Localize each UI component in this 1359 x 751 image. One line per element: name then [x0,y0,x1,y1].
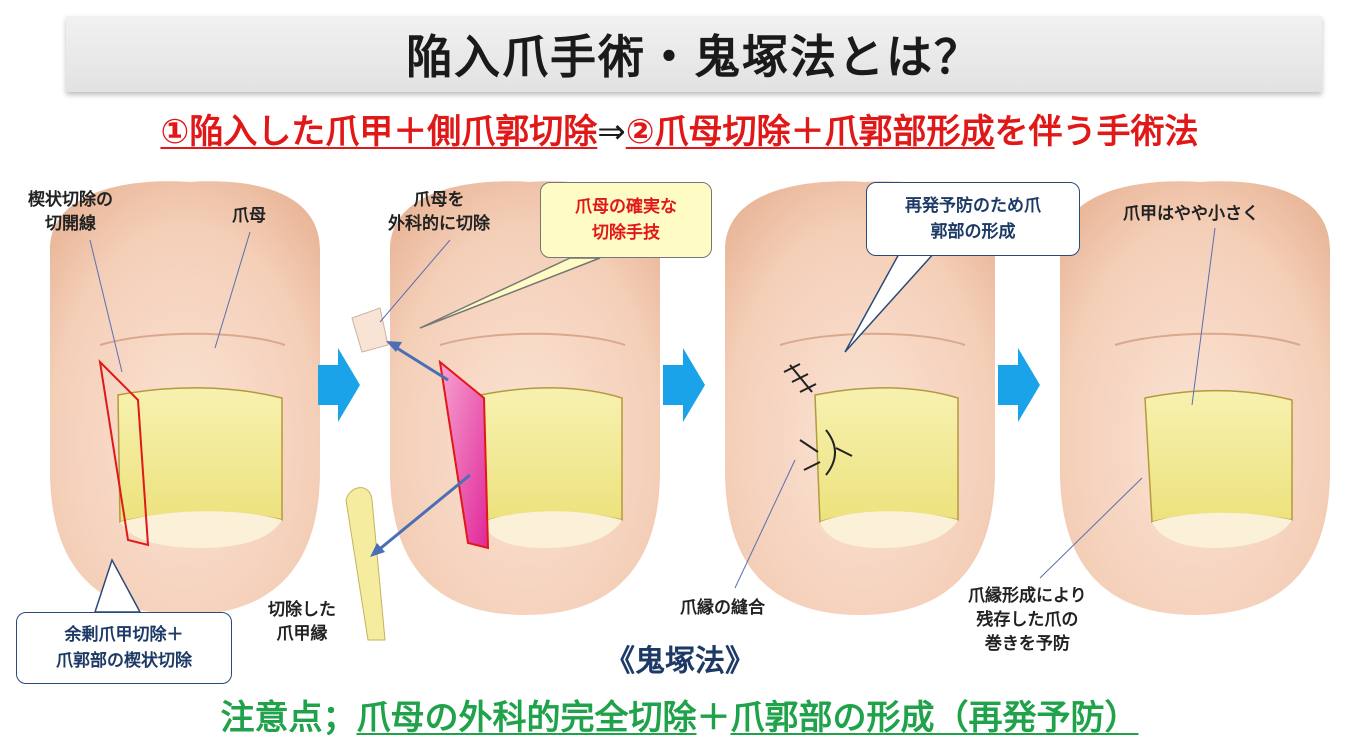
process-arrow-3 [998,348,1040,422]
label-smaller-nail: 爪甲はやや小さく [1123,204,1259,224]
label-nail-matrix: 爪母 [232,206,266,226]
callout-reliable-technique: 爪母の確実な 切除手技 [540,182,712,258]
callout-surplus-excision: 余剰爪甲切除＋ 爪郭部の楔状切除 [16,612,232,684]
toe-stage-3 [725,181,995,616]
process-arrow-1 [318,348,360,422]
subtitle-part3: を伴う手術法 [994,112,1199,152]
subtitle-part1: ①陥入した爪甲＋側爪郭切除 [160,112,598,152]
subtitle-part2: ②爪母切除＋爪郭部形成 [625,112,995,152]
toe-stage-4 [1060,181,1330,616]
title-bar: 陥入爪手術・鬼塚法とは？ [66,16,1322,92]
label-excised-edge: 切除した 爪甲縁 [268,600,336,644]
footer-plus: ＋ [696,698,731,738]
subtitle: ①陥入した爪甲＋側爪郭切除⇒②爪母切除＋爪郭部形成を伴う手術法 [0,104,1359,153]
label-prevent-curl: 爪縁形成により 残存した爪の 巻きを予防 [968,586,1087,654]
label-wedge-incision: 楔状切除の 切開線 [28,190,113,234]
footer-part2: 爪郭部の形成（再発予防） [730,698,1139,738]
subtitle-arrow: ⇒ [597,112,626,152]
footer-prefix: 注意点； [220,698,357,738]
footer-note: 注意点；爪母の外科的完全切除＋爪郭部の形成（再発予防） [0,690,1359,739]
method-name: 《鬼塚法》 [605,644,755,679]
toe-stage-1 [50,181,320,616]
process-arrow-2 [663,348,705,422]
label-suture: 爪縁の縫合 [680,598,765,618]
footer-part1: 爪母の外科的完全切除 [356,698,697,738]
excised-matrix-piece [351,307,389,353]
toe-stage-2 [390,181,660,616]
label-matrix-excision: 爪母を 外科的に切除 [388,190,490,234]
page-title: 陥入爪手術・鬼塚法とは？ [406,30,982,84]
callout-recurrence-prevention: 再発予防のため爪 郭部の形成 [866,182,1080,256]
excised-nail-edge [345,487,386,641]
